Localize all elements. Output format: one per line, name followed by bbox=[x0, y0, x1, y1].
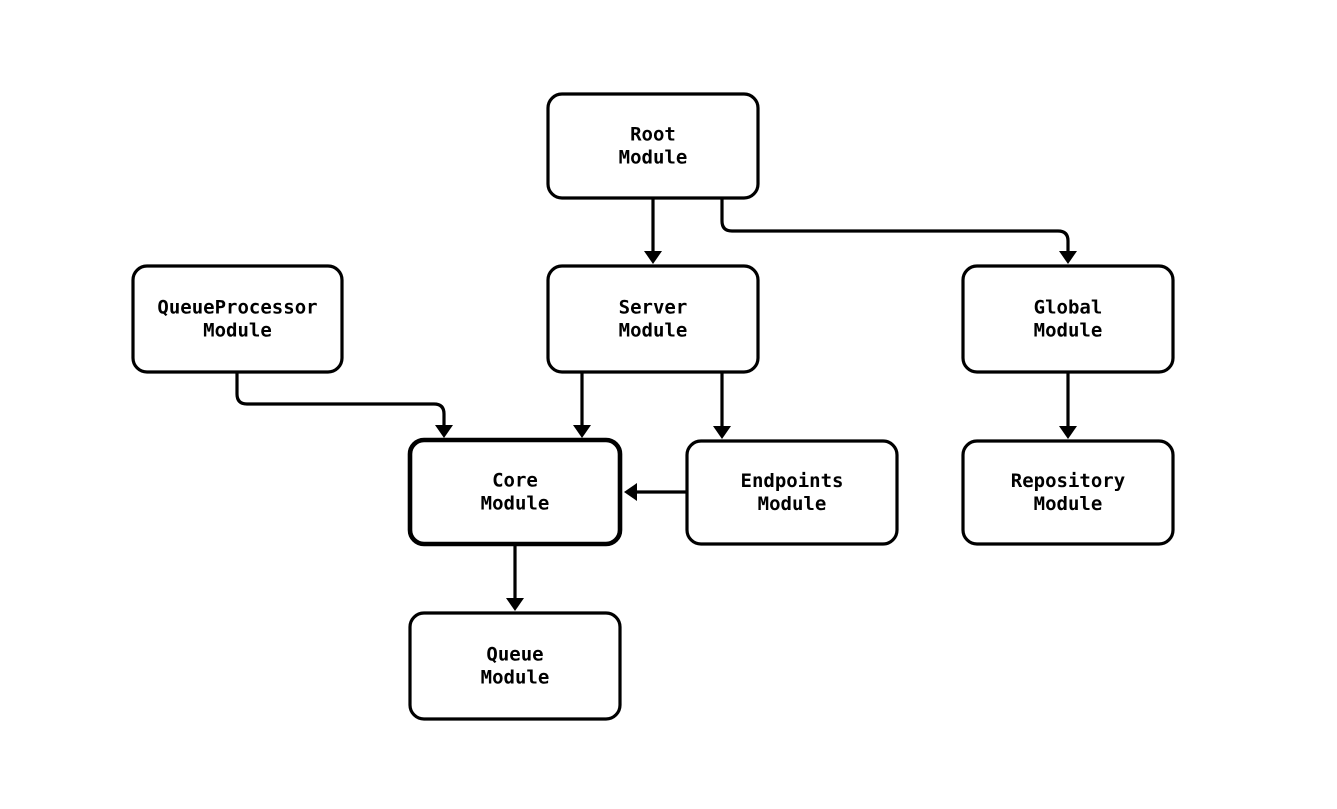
endpoints-module-node-label-line2: Module bbox=[758, 493, 827, 515]
root-module-node-box[interactable] bbox=[546, 92, 760, 200]
edge-global-to-repository bbox=[1059, 372, 1077, 439]
edge-endpoints-to-core-arrowhead-icon bbox=[624, 483, 637, 501]
edge-server-to-endpoints-arrowhead-icon bbox=[713, 426, 731, 439]
core-module-node-label-line2: Module bbox=[481, 493, 550, 515]
server-module-node-box[interactable] bbox=[546, 264, 760, 374]
endpoints-module-node-box[interactable] bbox=[685, 439, 899, 546]
global-module-node-label-line1: Global bbox=[1034, 297, 1103, 319]
core-module-node-box[interactable] bbox=[407, 437, 623, 547]
repository-module-node-label-line2: Module bbox=[1034, 493, 1103, 515]
edge-queueprocessor-to-core-arrowhead-icon bbox=[435, 425, 453, 438]
edge-core-to-queue bbox=[506, 544, 524, 611]
endpoints-module-node-label-line1: Endpoints bbox=[741, 470, 844, 492]
edge-root-to-global-arrowhead-icon bbox=[1059, 251, 1077, 264]
nodes-layer: RootModuleQueueProcessorModuleServerModu… bbox=[131, 92, 1175, 721]
queueprocessor-module-node-label-line1: QueueProcessor bbox=[157, 297, 317, 319]
queue-module-node-label-line1: Queue bbox=[486, 644, 543, 666]
edge-root-to-global bbox=[720, 198, 1077, 264]
edge-endpoints-to-core bbox=[624, 483, 687, 501]
root-module-node-label-line2: Module bbox=[619, 147, 688, 169]
edges-layer bbox=[235, 198, 1077, 611]
edge-root-to-server-arrowhead-icon bbox=[644, 251, 662, 264]
repository-module-node-label-line1: Repository bbox=[1011, 470, 1125, 492]
edge-queueprocessor-to-core bbox=[235, 372, 453, 438]
global-module-node-label-line2: Module bbox=[1034, 320, 1103, 342]
queueprocessor-module-node-box[interactable] bbox=[131, 264, 344, 374]
global-module-node-box[interactable] bbox=[961, 264, 1175, 374]
edge-root-to-server bbox=[644, 198, 662, 264]
queue-module-node-box[interactable] bbox=[408, 611, 622, 721]
server-module-node-label-line2: Module bbox=[619, 320, 688, 342]
core-module-node-label-line1: Core bbox=[492, 470, 538, 492]
edge-root-to-global-line bbox=[720, 198, 1070, 256]
repository-module-node-box[interactable] bbox=[961, 439, 1175, 546]
edge-global-to-repository-arrowhead-icon bbox=[1059, 426, 1077, 439]
edge-queueprocessor-to-core-line bbox=[235, 372, 446, 430]
queue-module-node-label-line2: Module bbox=[481, 667, 550, 689]
server-module-node-label-line1: Server bbox=[619, 297, 688, 319]
edge-server-to-core-arrowhead-icon bbox=[573, 425, 591, 438]
edge-server-to-endpoints bbox=[713, 372, 731, 439]
queueprocessor-module-node-label-line2: Module bbox=[203, 320, 272, 342]
edge-server-to-core bbox=[573, 372, 591, 438]
edge-core-to-queue-arrowhead-icon bbox=[506, 598, 524, 611]
root-module-node-label-line1: Root bbox=[630, 124, 676, 146]
